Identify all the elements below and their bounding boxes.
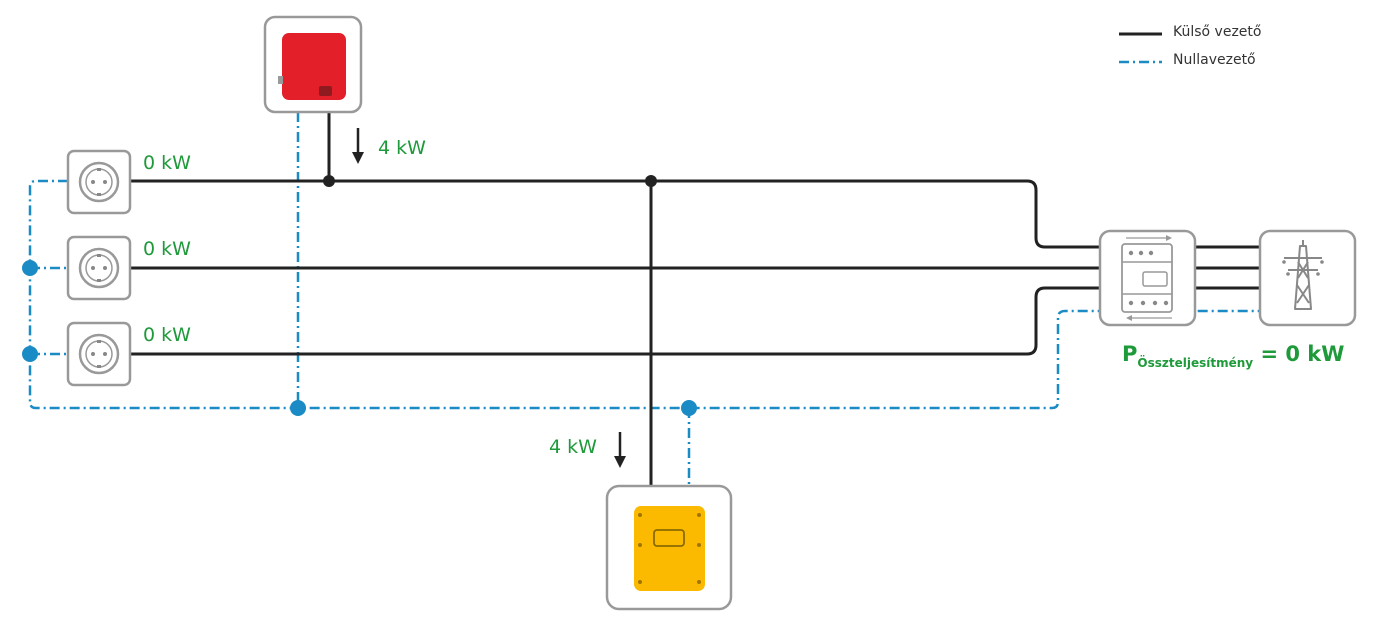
power-socket-icon <box>66 235 132 301</box>
battery-inverter-icon <box>605 484 733 611</box>
socket-1-power: 0 kW <box>143 152 191 174</box>
junction-dot <box>645 175 657 187</box>
arrow-down-icon <box>352 128 364 164</box>
battery-inverter-power: 4 kW <box>549 436 597 458</box>
power-pylon-icon <box>1258 229 1357 327</box>
neutral-junction-dot <box>22 260 38 276</box>
total-power-subscript: Összteljesítmény <box>1137 356 1254 370</box>
line-conductor-3 <box>130 286 1100 356</box>
socket-3-power: 0 kW <box>143 324 191 346</box>
neutral-junction-dot <box>290 400 306 416</box>
line-wiring <box>130 112 1260 486</box>
socket-2-power: 0 kW <box>143 238 191 260</box>
neutral-junction-dot <box>681 400 697 416</box>
junction-dot <box>323 175 335 187</box>
neutral-main-loop <box>28 179 1260 410</box>
legend <box>1119 32 1162 64</box>
neutral-junction-dot <box>22 346 38 362</box>
total-power-value: = 0 kW <box>1260 342 1345 366</box>
energy-meter-icon <box>1098 229 1197 327</box>
total-power: PÖsszteljesítmény = 0 kW <box>1122 342 1345 370</box>
pv-inverter-power: 4 kW <box>378 137 426 159</box>
pv-inverter-icon <box>263 15 363 114</box>
legend-neutral-label: Nullavezető <box>1173 52 1256 68</box>
power-socket-icon <box>66 321 132 387</box>
total-power-symbol: P <box>1122 342 1138 366</box>
line-conductor-1 <box>130 179 1100 249</box>
neutral-wiring <box>28 112 1260 486</box>
arrow-down-icon <box>614 432 626 468</box>
legend-line-label: Külső vezető <box>1173 24 1262 40</box>
power-socket-icon <box>66 149 132 215</box>
